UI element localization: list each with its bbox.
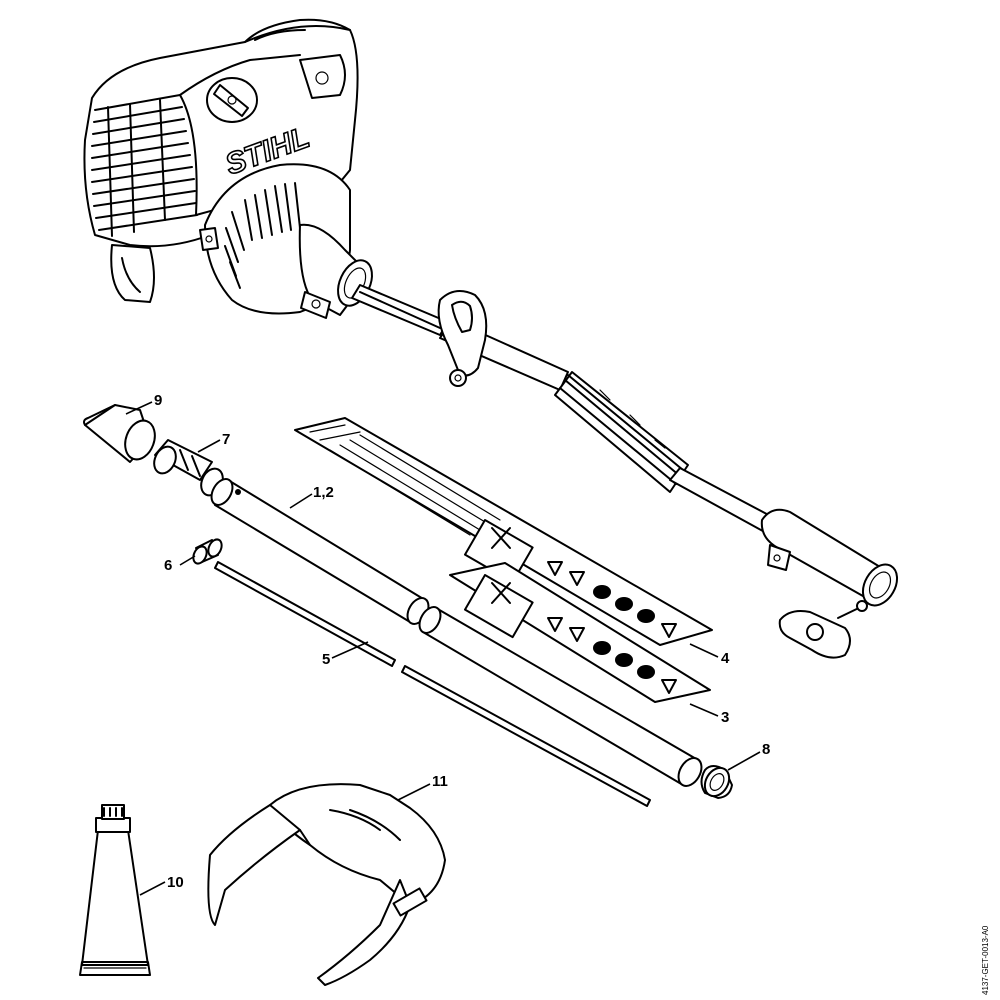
callout-3: 3 <box>721 709 729 726</box>
grip-sleeve <box>554 371 689 493</box>
callout-9: 9 <box>154 392 162 409</box>
loop-handle <box>437 290 488 387</box>
drawing-code: 4137-GET-0013-A0 <box>981 925 990 995</box>
callout-leaders <box>125 401 761 896</box>
drive-tube-assembly <box>351 284 899 659</box>
callout-4: 4 <box>721 650 730 667</box>
callout-11: 11 <box>432 773 448 790</box>
part-1-2-tube-upper <box>210 478 430 625</box>
part-9-cap <box>83 404 156 463</box>
svg-text:4137-GET-0013-A0: 4137-GET-0013-A0 <box>981 925 990 995</box>
callout-10: 10 <box>167 874 184 891</box>
callout-5: 5 <box>322 651 330 668</box>
warning-icons-row-lower <box>547 617 677 694</box>
part-8-plug <box>700 765 733 799</box>
part-1-2-tube-lower <box>418 606 703 787</box>
part-3-label-lower <box>449 562 711 703</box>
callout-8: 8 <box>762 741 770 758</box>
gear-head-housing <box>760 508 899 607</box>
wing-screw <box>778 600 868 659</box>
callout-labels: 9 7 1,2 6 5 4 3 8 11 10 <box>154 392 770 891</box>
callout-1-2: 1,2 <box>313 484 334 501</box>
choke-knob <box>206 77 258 123</box>
warning-icons-row-upper <box>547 561 677 638</box>
part-11-safety-glasses <box>207 783 446 986</box>
callout-6: 6 <box>164 557 172 574</box>
part-4-label-upper <box>294 417 713 646</box>
part-5-drive-shaft <box>214 561 651 807</box>
cooling-fins <box>91 94 198 237</box>
part-10-grease-tube <box>79 804 151 976</box>
part-6-sleeve <box>192 538 223 565</box>
callout-7: 7 <box>222 431 230 448</box>
engine-unit: STIHL <box>83 18 373 319</box>
